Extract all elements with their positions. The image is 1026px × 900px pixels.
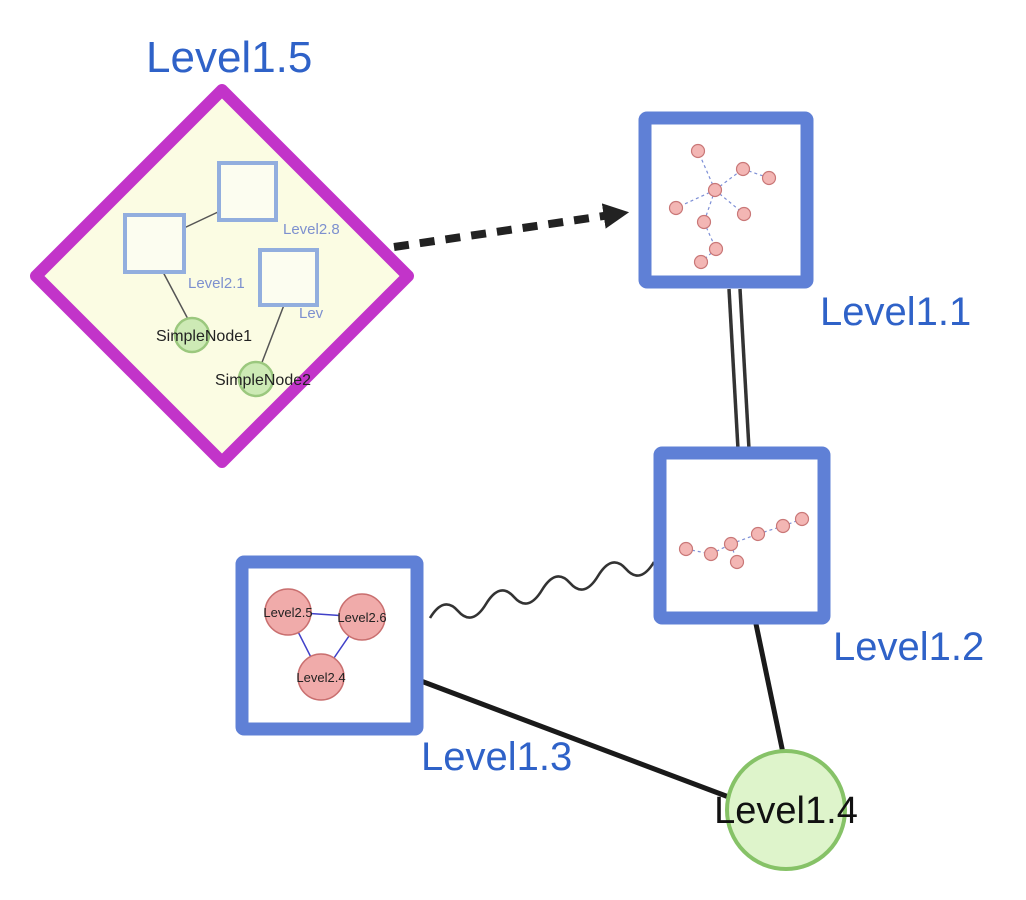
edge-double-line-1[interactable] (727, 288, 740, 450)
edge-double-line-2[interactable] (738, 288, 751, 450)
level11-label: Level1.1 (820, 290, 971, 334)
mini-node[interactable] (707, 182, 723, 198)
level14-label: Level1.4 (714, 790, 858, 832)
level12-inner-nodes (678, 511, 810, 570)
level11-inner-nodes (668, 143, 777, 270)
mini-edge (730, 533, 759, 545)
level13-label: Level1.3 (421, 735, 572, 779)
level15-diamond-shape[interactable] (30, 84, 414, 468)
mini-edge (685, 548, 712, 555)
edge-level13-to-level12[interactable] (428, 561, 656, 619)
inner-square-level2-1[interactable] (123, 213, 186, 274)
mini-node[interactable] (668, 200, 684, 216)
simple-node-1[interactable] (173, 316, 211, 354)
edge-level13-to-level14[interactable] (420, 678, 735, 802)
level2-4-label: Level2.4 (296, 670, 345, 685)
mini-node[interactable] (761, 170, 777, 186)
mini-edge (757, 525, 784, 535)
inner-square-level2-8-label: Level2.8 (283, 221, 340, 238)
mini-node[interactable] (735, 161, 751, 177)
inner-square-level2-1-label: Level2.1 (188, 275, 245, 292)
group-node-level15[interactable]: Level2.8 Level2.1 Lev SimpleNode1 Simple… (30, 84, 414, 468)
level2-6-label: Level2.6 (337, 610, 386, 625)
edge-level12-to-level14[interactable] (753, 623, 786, 754)
level13-inner-graph: Level2.5 Level2.6 Level2.4 (263, 588, 387, 701)
inner-edge-sq2-simplenode1[interactable] (162, 271, 190, 322)
level12-box[interactable] (653, 446, 831, 625)
inner-edge-sq3-simplenode2[interactable] (260, 304, 285, 366)
mini-node[interactable] (693, 254, 709, 270)
level11-box[interactable] (638, 111, 814, 289)
level2-4-node[interactable] (297, 653, 345, 701)
mini-node[interactable] (775, 518, 791, 534)
mini-node[interactable] (703, 546, 719, 562)
mini-node[interactable] (729, 554, 745, 570)
simple-node-1-label: SimpleNode1 (156, 328, 252, 345)
mini-node[interactable] (678, 541, 694, 557)
level2-5-node[interactable] (264, 588, 312, 636)
mini-node[interactable] (736, 206, 752, 222)
level15-label: Level1.5 (146, 33, 312, 82)
inner-square-level2-x[interactable] (258, 248, 319, 307)
mini-edge (742, 168, 770, 179)
edge-level15-to-level11[interactable] (393, 203, 630, 251)
mini-edge (675, 189, 716, 209)
mini-node[interactable] (750, 526, 766, 542)
mini-node[interactable] (723, 536, 739, 552)
simple-node-2-label: SimpleNode2 (215, 372, 311, 389)
node-level13[interactable]: Level2.5 Level2.6 Level2.4 (235, 555, 424, 736)
inner-square-level2-x-label: Lev (299, 305, 324, 322)
simple-node-2[interactable] (237, 360, 275, 398)
node-level14[interactable] (725, 749, 847, 871)
mini-node[interactable] (794, 511, 810, 527)
level13-box[interactable] (235, 555, 424, 736)
mini-node[interactable] (708, 241, 724, 257)
node-level12[interactable] (653, 446, 831, 625)
mini-node[interactable] (690, 143, 706, 159)
node-level11[interactable] (638, 111, 814, 289)
inner-square-level2-8[interactable] (217, 161, 278, 222)
level2-6-node[interactable] (338, 593, 386, 641)
mini-node[interactable] (696, 214, 712, 230)
level12-label: Level1.2 (833, 625, 984, 669)
inner-edge-sq1-sq2[interactable] (183, 211, 219, 229)
edge-level11-to-level12[interactable] (727, 288, 751, 450)
level2-5-label: Level2.5 (263, 605, 312, 620)
